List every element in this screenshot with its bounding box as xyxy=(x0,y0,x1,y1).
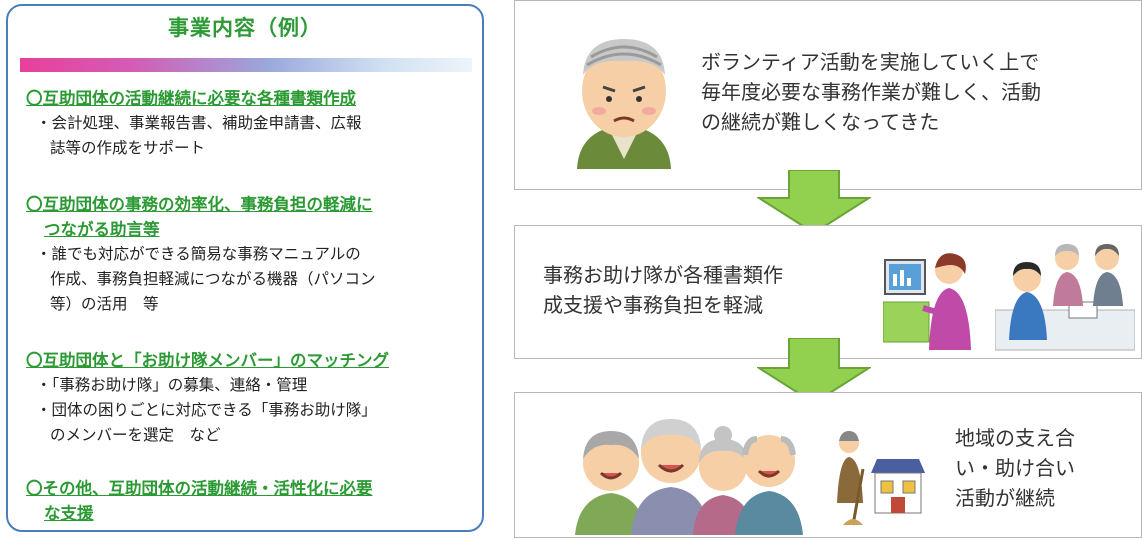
section-matching: 〇互助団体と「お助け隊メンバー」のマッチング ・「事務お助け隊」の募集、連絡・管… xyxy=(26,348,476,448)
helper-consulting-elderly-icon xyxy=(995,240,1135,352)
section-body: ・「事務お助け隊」の募集、連絡・管理 ・団体の困りごとに対応できる「事務お助け隊… xyxy=(36,376,377,444)
section-efficiency-advice: 〇互助団体の事務の効率化、事務負担の軽減に つながる助言等 ・誰でも対応ができる… xyxy=(26,192,476,317)
step1-text: ボランティア活動を実施していく上で 毎年度必要な事務作業が難しく、活動 の継続が… xyxy=(701,50,1041,134)
panel-title: 事業内容（例） xyxy=(168,16,322,40)
office-worker-at-computer-icon xyxy=(883,242,979,352)
smiling-elderly-group-icon xyxy=(575,405,805,535)
section-heading: 〇互助団体の活動継続に必要な各種書類作成 xyxy=(26,89,356,108)
flow-step-problem: ボランティア活動を実施していく上で 毎年度必要な事務作業が難しく、活動 の継続が… xyxy=(514,0,1142,190)
down-arrow-icon xyxy=(757,170,871,234)
worried-elderly-man-icon xyxy=(559,29,689,169)
section-body: ・会計処理、事業報告書、補助金申請書、広報 誌等の作成をサポート xyxy=(36,114,362,157)
title-gradient-bar xyxy=(20,58,472,72)
section-body: ・誰でも対応ができる簡易な事務マニュアルの 作成、事務負担軽減につながる機器（パ… xyxy=(36,245,376,313)
section-heading: 〇互助団体の事務の効率化、事務負担の軽減に つながる助言等 xyxy=(26,195,373,239)
step2-text: 事務お助け隊が各種書類作 成支援や事務負担を軽減 xyxy=(543,263,783,317)
flow-step-support: 事務お助け隊が各種書類作 成支援や事務負担を軽減 xyxy=(514,225,1142,359)
elderly-sweeping-near-house-icon xyxy=(827,429,927,529)
section-heading: 〇互助団体と「お助け隊メンバー」のマッチング xyxy=(26,351,389,370)
business-content-panel: 事業内容（例） 〇互助団体の活動継続に必要な各種書類作成 ・会計処理、事業報告書… xyxy=(6,4,484,532)
section-document-creation: 〇互助団体の活動継続に必要な各種書類作成 ・会計処理、事業報告書、補助金申請書、… xyxy=(26,86,476,161)
section-other-support: 〇その他、互助団体の活動継続・活性化に必要 な支援 xyxy=(26,476,476,526)
flow-step-result: 地域の支え合 い・助け合い 活動が継続 xyxy=(514,392,1142,538)
section-heading: 〇その他、互助団体の活動継続・活性化に必要 な支援 xyxy=(26,479,373,523)
step3-text: 地域の支え合 い・助け合い 活動が継続 xyxy=(955,426,1075,510)
down-arrow-icon xyxy=(757,338,871,404)
